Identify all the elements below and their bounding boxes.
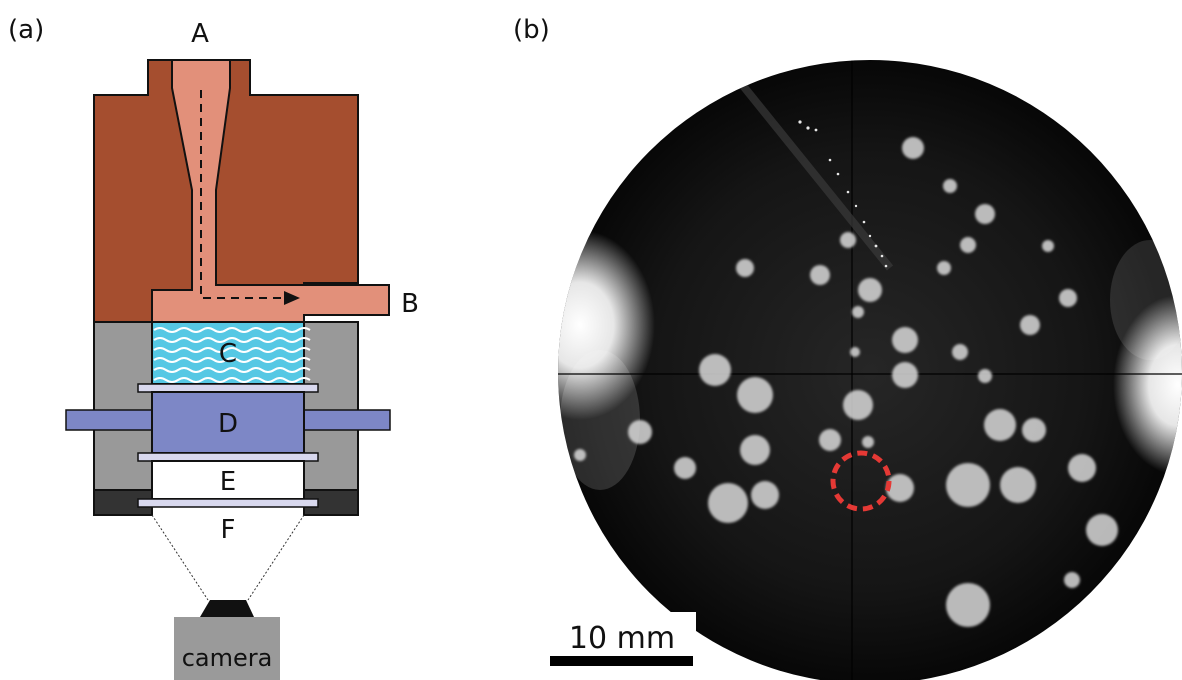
part-label-a: A <box>191 19 209 49</box>
camera-label: camera <box>182 644 273 672</box>
flow-arrowhead <box>284 291 300 305</box>
scale-bar <box>550 656 693 666</box>
camera-lens-icon <box>200 600 254 617</box>
view-cone-left <box>151 514 209 601</box>
panel-b: (b) <box>513 15 1182 680</box>
water-chamber <box>151 321 311 385</box>
glow-right <box>1113 295 1182 475</box>
view-cone-right <box>247 514 305 601</box>
camera-body <box>174 617 280 680</box>
glow-left <box>558 230 655 420</box>
part-label-c: C <box>219 339 237 369</box>
panel-a-label: (a) <box>8 15 44 45</box>
highlight-circle <box>830 450 892 512</box>
photo-disc <box>558 60 1182 680</box>
part-label-d: D <box>218 409 238 439</box>
panel-a: (a) <box>8 15 419 680</box>
plate-2 <box>137 452 319 462</box>
channel-vertical <box>151 59 390 323</box>
streak-dots <box>798 120 888 268</box>
part-label-b: B <box>401 289 419 319</box>
lens-arm-left <box>65 409 155 431</box>
flow-path <box>200 90 290 299</box>
gray-body-right <box>303 321 359 491</box>
plate-1 <box>137 383 319 393</box>
snow-crystals <box>574 137 1145 627</box>
gray-body <box>93 321 153 491</box>
part-label-e: E <box>220 467 236 497</box>
plate-3 <box>137 498 319 508</box>
streak <box>736 79 894 271</box>
lens-arm-right <box>301 409 391 431</box>
panel-b-label: (b) <box>513 15 550 45</box>
scale-bar-label: 10 mm <box>569 621 675 656</box>
part-label-f: F <box>221 515 236 545</box>
housing <box>93 59 359 323</box>
